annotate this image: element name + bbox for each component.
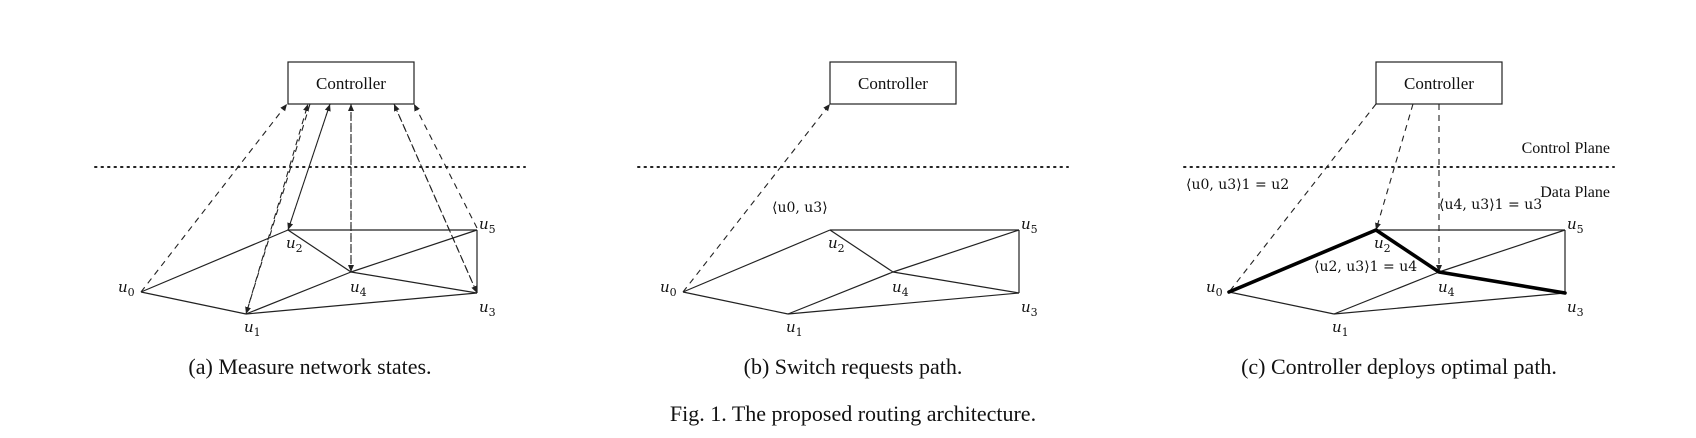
dashed-link	[245, 103, 311, 315]
rule-annotation: ⟨u2, u3⟩1 = u4	[1314, 259, 1417, 275]
node-label-u0: u0	[660, 278, 677, 299]
graph-edge	[829, 229, 894, 273]
controller-label: Controller	[316, 74, 386, 93]
control-plane-label: Control Plane	[1522, 140, 1610, 157]
node-label-u1: u1	[1332, 318, 1349, 339]
panel-caption: (c) Controller deploys optimal path.	[1241, 354, 1557, 379]
panel-caption: (a) Measure network states.	[188, 354, 431, 379]
node-label-u5: u5	[1567, 215, 1584, 236]
node-label-u3: u3	[1021, 298, 1038, 319]
rule-deploy-link	[1228, 103, 1377, 293]
graph-edge	[1333, 271, 1440, 315]
controller-box	[1375, 61, 1503, 105]
data-plane-label: Data Plane	[1540, 184, 1610, 201]
panel-caption: (b) Switch requests path.	[744, 354, 963, 379]
controller-label: Controller	[1404, 74, 1474, 93]
graph-edge	[350, 229, 478, 273]
graph-edge	[140, 291, 247, 315]
dashed-link	[287, 103, 331, 231]
network-graph	[140, 229, 478, 315]
optimal-path	[1227, 228, 1567, 295]
graph-edge	[287, 229, 352, 273]
panel-b: Controller ⟨u0, u3⟩ u0 u1 u2 u3 u4 u5 (b…	[637, 61, 1069, 379]
node-label-u4: u4	[892, 278, 909, 299]
figure-caption: Fig. 1. The proposed routing architectur…	[670, 401, 1036, 426]
node-label-u5: u5	[1021, 215, 1038, 236]
panel-c: Control Plane Data Plane Controller ⟨u0,…	[1183, 61, 1615, 379]
rule-annotation: ⟨u4, u3⟩1 = u3	[1439, 197, 1542, 213]
dashed-link	[413, 103, 478, 229]
node-label-u3: u3	[1567, 298, 1584, 319]
graph-edge	[1228, 291, 1335, 315]
graph-edge	[787, 271, 894, 315]
node-label-u1: u1	[786, 318, 803, 339]
graph-edge	[787, 292, 1020, 315]
path-request-label: ⟨u0, u3⟩	[772, 200, 828, 216]
graph-edge	[892, 229, 1020, 273]
graph-edge	[682, 229, 831, 293]
controller-box	[829, 61, 957, 105]
graph-edge	[140, 229, 289, 293]
node-label-u3: u3	[479, 298, 496, 319]
node-label-u0: u0	[1206, 278, 1223, 299]
dashed-link	[140, 103, 288, 293]
node-label-u0: u0	[118, 278, 135, 299]
graph-edge	[245, 292, 478, 315]
rule-annotation: ⟨u0, u3⟩1 = u2	[1186, 177, 1289, 193]
node-label-u2: u2	[286, 234, 303, 255]
graph-edge	[1438, 229, 1566, 273]
node-label-u2: u2	[828, 234, 845, 255]
graph-edge	[892, 271, 1020, 294]
dashed-link	[245, 103, 309, 315]
path-request-link	[682, 103, 831, 293]
graph-edge	[350, 271, 478, 294]
controller-label: Controller	[858, 74, 928, 93]
node-label-u4: u4	[1438, 278, 1455, 299]
graph-edge	[245, 271, 352, 315]
graph-edge	[682, 291, 789, 315]
panel-a: Controller u0 u1 u2 u3 u4 u5 (a) Me	[94, 61, 526, 379]
dashed-link	[393, 103, 478, 294]
node-label-u1: u1	[244, 318, 261, 339]
node-label-u4: u4	[350, 278, 367, 299]
node-label-u5: u5	[479, 215, 496, 236]
graph-edge	[1333, 292, 1566, 315]
network-graph	[1227, 228, 1567, 315]
network-graph	[682, 229, 1020, 315]
